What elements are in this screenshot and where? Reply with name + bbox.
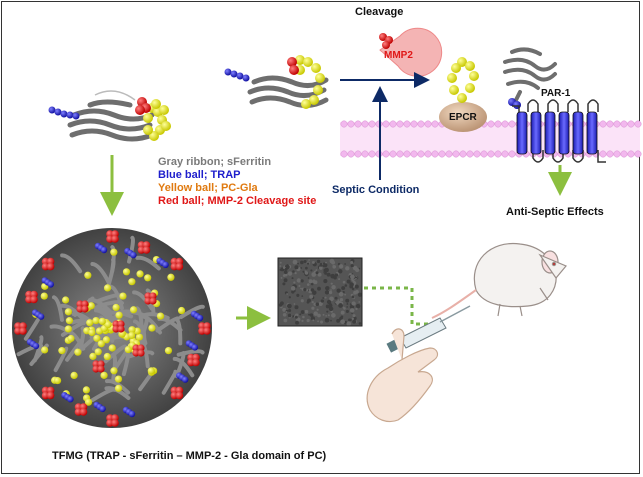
tfmg-monomer [48,90,171,142]
figure-caption: TFMG (TRAP - sFerritin – MMP-2 - Gla dom… [52,450,327,462]
legend-yellow: Yellow ball; PC-Gla [158,182,258,194]
injection-path [364,286,432,326]
tfmg-nanocage [12,228,212,428]
epcr-label: EPCR [449,112,477,123]
par-1-receptor [512,99,606,163]
legend-red: Red ball; MMP-2 Cleavage site [158,195,317,207]
cleavage-label: Cleavage [355,6,404,18]
anti-septic-effects-label: Anti-Septic Effects [506,206,604,218]
mmp2-label: MMP2 [384,50,413,61]
legend-blue: Blue ball; TRAP [158,169,241,181]
tfmg-monomer-pre-cleavage [224,55,329,109]
hand-illustration [366,328,439,423]
mouse-illustration [431,242,567,319]
par-1-label: PAR-1 [541,88,571,99]
legend-gray: Gray ribbon; sFerritin [158,156,272,168]
sferritin-trap-bound [503,47,557,104]
mmp2-enzyme [379,27,443,77]
septic-condition-label: Septic Condition [332,184,420,196]
epcr-receptor [439,57,487,132]
tem-image [277,257,363,327]
